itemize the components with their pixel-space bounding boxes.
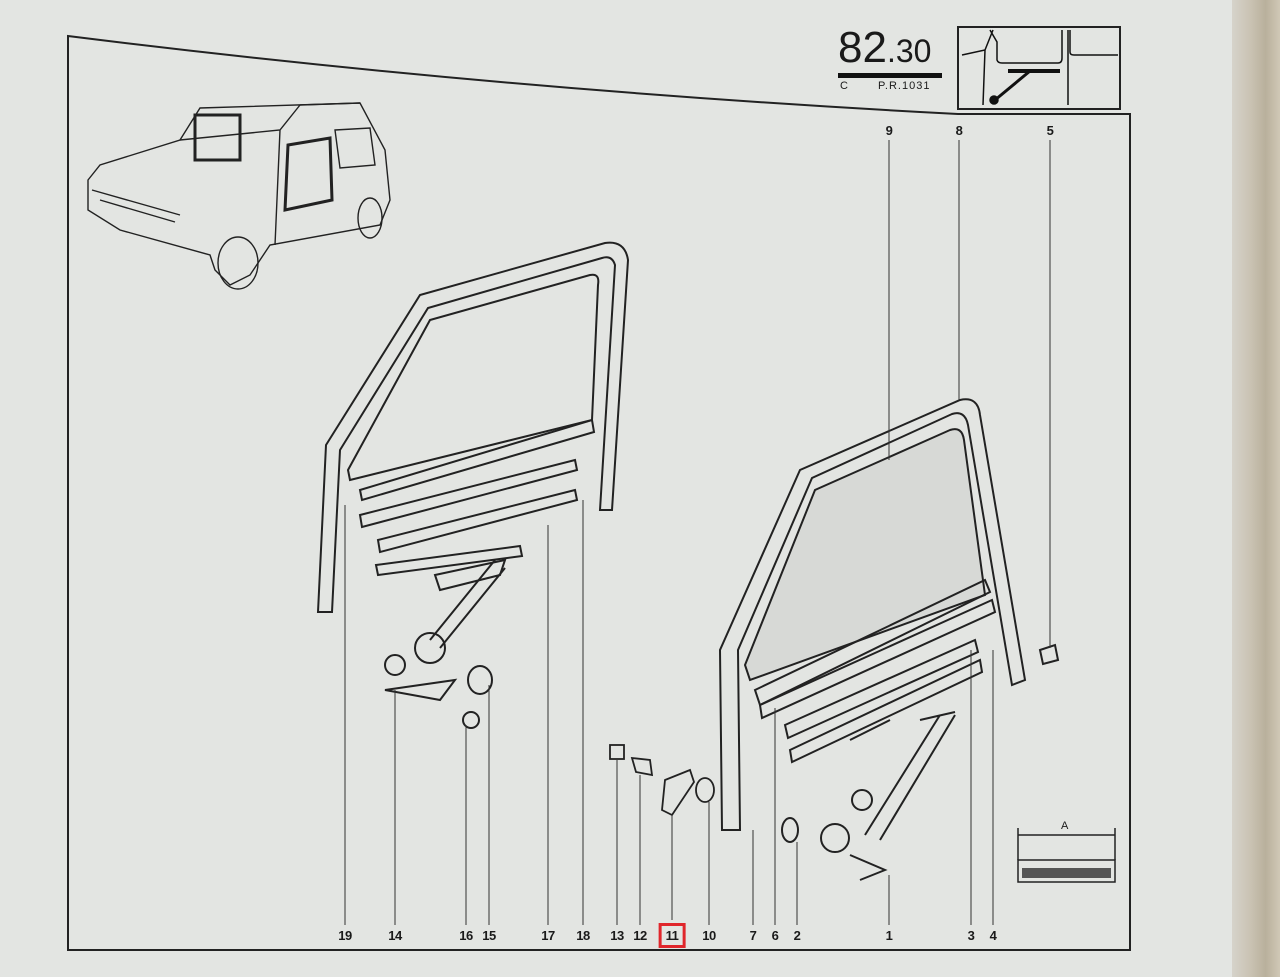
callout-1: 1 (885, 928, 893, 943)
callout-2: 2 (793, 928, 801, 943)
pr-number: P.R.1031 (878, 80, 931, 92)
callout-17: 17 (541, 928, 555, 943)
left-door-assembly (316, 241, 630, 729)
car-illustration (87, 102, 391, 290)
callout-8: 8 (955, 123, 963, 138)
callout-12: 12 (633, 928, 647, 943)
diagram-frame (67, 34, 1131, 951)
section-main: 82 (838, 23, 887, 72)
dimension-a-diagram (1017, 828, 1116, 883)
callout-14: 14 (388, 928, 402, 943)
callout-6: 6 (771, 928, 779, 943)
callout-10: 10 (702, 928, 716, 943)
callout-3: 3 (967, 928, 975, 943)
section-underline (838, 73, 942, 78)
thumbnail-frame (957, 26, 1121, 110)
callout-9: 9 (885, 123, 893, 138)
thumbnail-icon (961, 29, 1118, 106)
callout-4: 4 (989, 928, 997, 943)
section-sub: .30 (886, 33, 932, 69)
callout-7: 7 (749, 928, 757, 943)
callout-15: 15 (482, 928, 496, 943)
callout-19: 19 (338, 928, 352, 943)
variant-code: C (840, 80, 848, 92)
leader-lines (344, 140, 1051, 925)
right-door-assembly (718, 398, 1060, 881)
section-number: 82.30 (838, 26, 931, 73)
callout-18: 18 (576, 928, 590, 943)
callout-13: 13 (610, 928, 624, 943)
callout-16: 16 (459, 928, 473, 943)
small-parts (609, 744, 715, 817)
dimension-label: A (1061, 820, 1069, 832)
callout-5: 5 (1046, 123, 1054, 138)
callout-11-highlighted[interactable]: 11 (658, 923, 686, 948)
book-binding (1232, 0, 1280, 977)
